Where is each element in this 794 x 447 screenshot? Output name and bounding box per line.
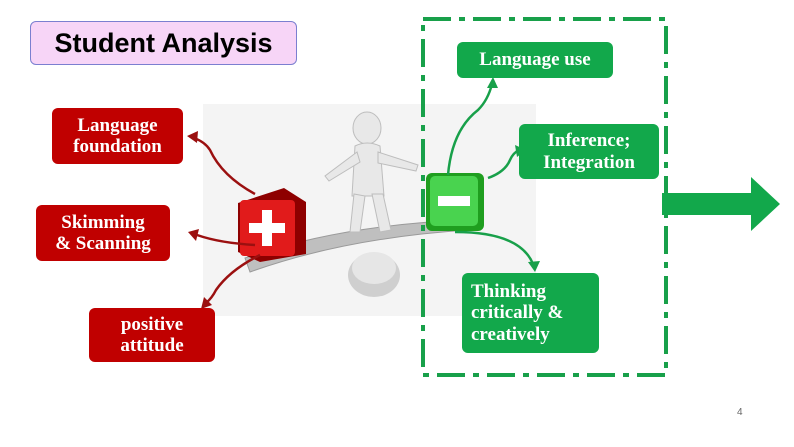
arrow-to-inference [487,148,520,180]
right-connectors [446,83,535,265]
inference-integration-label: Inference; Integration [543,130,635,173]
arrow-to-skimming-scanning [196,233,256,247]
skimming-scanning-label: Skimming & Scanning [55,211,151,254]
skimming-scanning-box: Skimming & Scanning [36,205,170,261]
thinking-critically-label: Thinking critically & creatively [471,281,564,345]
arrow-to-language-use [446,83,494,176]
left-arrowheads [187,131,212,309]
arrow-to-language-foundation [193,136,256,196]
page-number: 4 [737,407,743,418]
big-right-arrow [662,177,780,231]
positive-attitude-box: positive attitude [89,308,215,362]
plus-block [238,188,306,262]
left-connectors [193,136,261,304]
minus-block [426,173,484,231]
inference-integration-box: Inference; Integration [519,124,659,179]
page-title: Student Analysis [30,21,297,65]
positive-attitude-label: positive attitude [120,313,184,356]
arrow-to-positive-attitude [205,253,261,304]
language-use-box: Language use [457,42,613,78]
language-foundation-box: Language foundation [52,108,183,164]
person-figure [324,111,419,233]
page-title-text: Student Analysis [54,27,273,58]
language-foundation-label: Language foundation [73,114,162,157]
language-use-label: Language use [479,49,591,71]
seesaw-fulcrum [348,252,400,297]
arrow-to-thinking [454,230,535,265]
thinking-critically-box: Thinking critically & creatively [462,273,599,353]
